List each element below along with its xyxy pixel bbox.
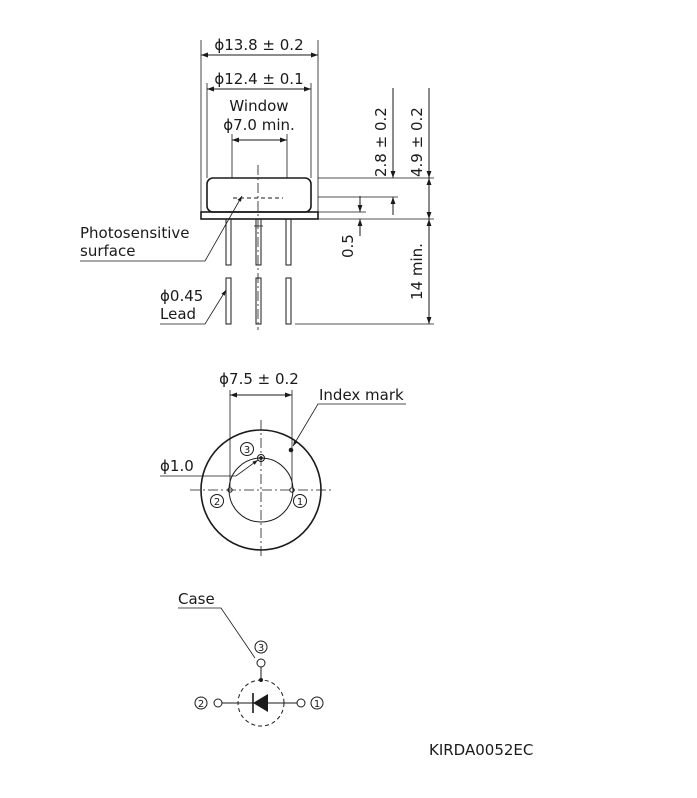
drawing-code: KIRDA0052EC bbox=[429, 741, 533, 759]
pin2-number-circle bbox=[210, 494, 224, 508]
lead-right-upper bbox=[285, 218, 292, 266]
index-mark-leader bbox=[292, 403, 406, 447]
case-flange bbox=[200, 211, 319, 220]
index-mark bbox=[288, 447, 294, 453]
pin1-number-circle bbox=[293, 494, 307, 508]
photosensitive-leader bbox=[80, 195, 243, 262]
pin3-hole bbox=[257, 454, 265, 462]
schem-pin1-number-circle bbox=[310, 696, 324, 710]
bottom-case-outline bbox=[200, 429, 322, 551]
schem-pin3-terminal bbox=[256, 658, 266, 668]
lead-dim: ϕ0.45 bbox=[160, 287, 203, 305]
lead-center-lower bbox=[255, 277, 262, 325]
schem-pin3-number-circle bbox=[254, 640, 268, 654]
dim-pin: ϕ1.0 bbox=[160, 457, 194, 475]
pin1-hole bbox=[289, 487, 295, 493]
lead-label: Lead bbox=[160, 305, 196, 323]
dim-lead-length: 14 min. bbox=[408, 243, 426, 300]
case-label: Case bbox=[178, 590, 215, 608]
schem-pin3-number: 3 bbox=[258, 643, 264, 654]
pin3-core bbox=[259, 456, 263, 460]
case-leader bbox=[178, 607, 256, 659]
dim-case-inner: ϕ12.4 ± 0.1 bbox=[214, 70, 303, 88]
dim-total-height: 4.9 ± 0.2 bbox=[408, 107, 426, 177]
pin3-number-circle bbox=[240, 442, 254, 456]
dim-cap-height: 2.8 ± 0.2 bbox=[372, 107, 390, 177]
pin-dim-leader bbox=[160, 459, 259, 477]
pin3-number: 3 bbox=[244, 445, 250, 456]
lead-center-upper bbox=[255, 218, 262, 266]
schem-pin1-terminal bbox=[296, 698, 306, 708]
photosensitive-label-line2: surface bbox=[80, 242, 135, 260]
schematic: Case 3 2 1 bbox=[178, 590, 324, 727]
schem-pin2-number: 2 bbox=[198, 699, 204, 710]
bottom-view: ϕ7.5 ± 0.2 Index mark ϕ1.0 3 2 1 bbox=[160, 370, 406, 556]
schem-pin2-number-circle bbox=[194, 696, 208, 710]
schem-pin2-terminal bbox=[213, 698, 223, 708]
window-label: Window bbox=[229, 97, 288, 115]
pin1-number: 1 bbox=[297, 497, 303, 508]
schem-diode-triangle bbox=[253, 694, 268, 712]
dim-pin-circle: ϕ7.5 ± 0.2 bbox=[219, 370, 299, 388]
lead-right-lower bbox=[285, 277, 292, 325]
dim-flange: 0.5 bbox=[339, 234, 357, 258]
window-dim: ϕ7.0 min. bbox=[223, 116, 295, 134]
index-mark-label: Index mark bbox=[319, 386, 404, 404]
pin2-number: 2 bbox=[214, 497, 220, 508]
lead-leader bbox=[160, 289, 227, 325]
schem-pin1-number: 1 bbox=[314, 699, 320, 710]
lead-left-upper bbox=[225, 218, 232, 266]
case-cap bbox=[206, 177, 312, 213]
photosensitive-label-line1: Photosensitive bbox=[80, 224, 189, 242]
pin2-hole bbox=[227, 487, 233, 493]
side-view: ϕ13.8 ± 0.2 ϕ12.4 ± 0.1 Window ϕ7.0 min.… bbox=[80, 36, 434, 330]
dim-case-outer: ϕ13.8 ± 0.2 bbox=[214, 36, 303, 54]
lead-left-lower bbox=[225, 277, 232, 325]
